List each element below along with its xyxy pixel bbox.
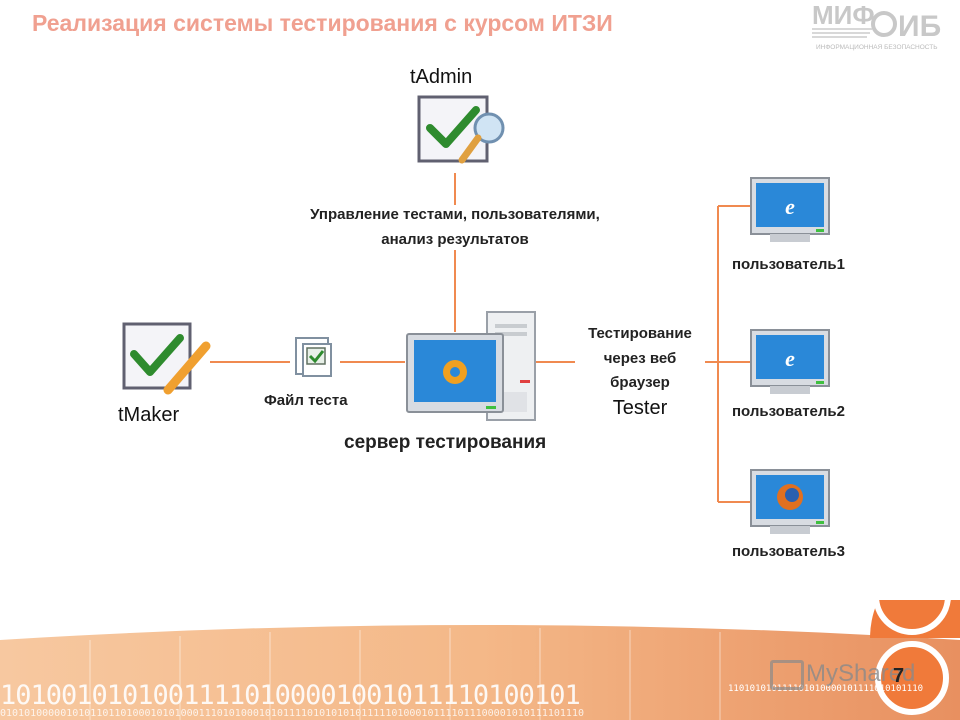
logo-text-right: ИБ bbox=[898, 10, 941, 43]
user3-monitor-icon bbox=[750, 469, 830, 534]
admin-caption-line2: анализ результатов bbox=[381, 231, 529, 248]
logo-text-left: МИФ bbox=[812, 0, 875, 30]
tmaker-label: tMaker bbox=[118, 404, 180, 426]
tadmin-icon bbox=[417, 95, 505, 164]
watermark-icon bbox=[770, 660, 804, 690]
admin-caption-line1: Управление тестами, пользователями, bbox=[310, 206, 600, 223]
footer-decoration bbox=[0, 600, 960, 720]
testing-line3: браузер bbox=[610, 374, 670, 391]
watermark-text: MyShared bbox=[806, 660, 916, 687]
testing-line2: через веб bbox=[603, 350, 677, 367]
logo-tagline: ИНФОРМАЦИОННАЯ БЕЗОПАСНОСТЬ bbox=[816, 44, 938, 51]
user2-monitor-icon: e bbox=[750, 329, 830, 394]
user2-label: пользователь2 bbox=[732, 403, 845, 420]
tadmin-label: tAdmin bbox=[410, 66, 473, 88]
slide-title: Реализация системы тестирования с курсом… bbox=[32, 10, 613, 36]
test-file-label: Файл теста bbox=[264, 392, 348, 409]
svg-text:e: e bbox=[785, 194, 795, 219]
user3-label: пользователь3 bbox=[732, 543, 845, 560]
connector-lines bbox=[210, 173, 750, 503]
svg-text:e: e bbox=[785, 346, 795, 371]
server-computer-icon bbox=[406, 311, 536, 421]
page-number: 7 bbox=[893, 665, 905, 687]
test-file-icon bbox=[295, 337, 332, 377]
user1-monitor-icon: e bbox=[750, 177, 830, 242]
tmaker-icon bbox=[122, 322, 211, 395]
testing-line1: Тестирование bbox=[588, 325, 692, 342]
user1-label: пользователь1 bbox=[732, 256, 845, 273]
binary-bottom: 0101010000010101101101000101010001110101… bbox=[0, 708, 584, 719]
binary-large: 10100101010011110100001001011110100101 bbox=[0, 680, 581, 711]
tester-label: Tester bbox=[612, 397, 668, 419]
server-label: сервер тестирования bbox=[344, 432, 547, 453]
binary-small-top: 110101010111101010000101111010101110 bbox=[728, 684, 924, 694]
mifi-ib-logo: МИФ ИБ ИНФОРМАЦИОННАЯ БЕЗОПАСНОСТЬ bbox=[812, 0, 941, 51]
